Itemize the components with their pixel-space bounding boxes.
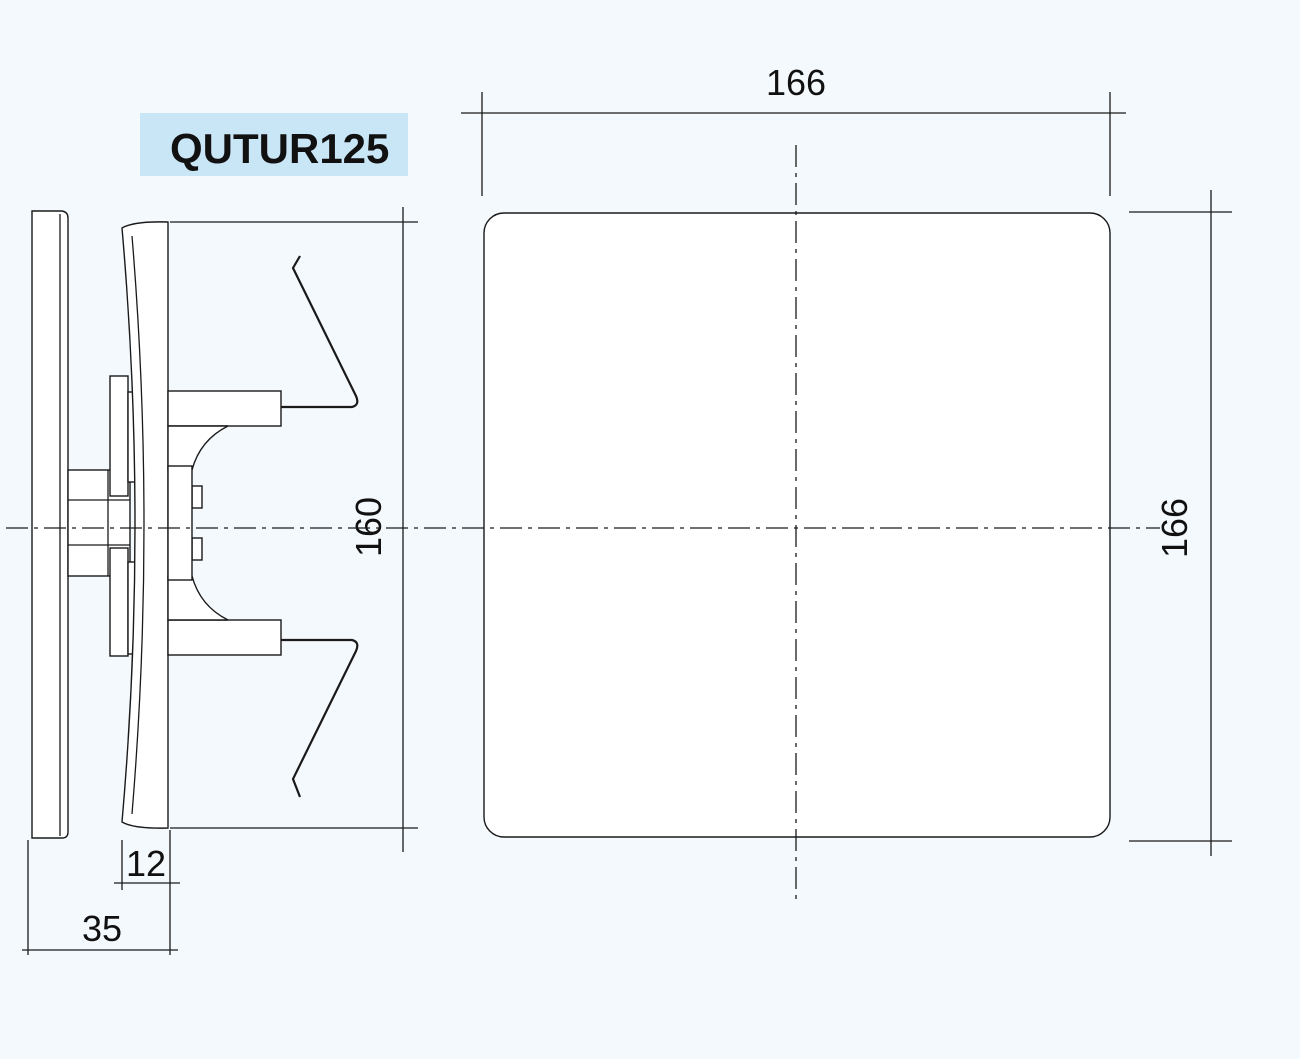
dimension-label-front-depth: 12	[126, 843, 166, 884]
dimension-width-top: 166	[461, 62, 1126, 196]
dimension-label-total-depth: 35	[82, 908, 122, 949]
front-cover	[121, 221, 169, 829]
clip-arm-lower	[167, 619, 282, 656]
bracket-block-upper	[109, 375, 129, 497]
front-view	[483, 212, 1111, 838]
wire-spring-upper	[281, 255, 359, 409]
model-label-text: QUTUR125	[170, 125, 389, 172]
side-view	[31, 210, 359, 839]
dimension-label-width: 166	[766, 62, 826, 103]
dimension-label-height: 166	[1154, 498, 1195, 558]
dimension-height-right: 166	[1129, 190, 1232, 856]
dimension-height-side: 160	[170, 207, 418, 852]
model-label-background	[140, 113, 408, 176]
clip-bridge-lower	[167, 575, 229, 621]
wall-plate	[31, 210, 69, 839]
nut-stack	[167, 465, 193, 581]
front-cover-inner-curve	[131, 235, 145, 815]
screw-upper	[191, 485, 203, 509]
dimension-label-side-height: 160	[348, 497, 389, 557]
clip-arm-upper	[167, 390, 282, 427]
dimension-depth-total: 35	[22, 840, 178, 955]
wire-spring-lower	[281, 638, 359, 798]
clip-bridge-upper	[167, 425, 229, 471]
dimension-depth-front: 12	[114, 830, 180, 955]
front-panel	[483, 212, 1111, 838]
model-label: QUTUR125	[140, 113, 408, 176]
bracket-block-lower	[109, 547, 129, 657]
screw-lower	[191, 537, 203, 561]
